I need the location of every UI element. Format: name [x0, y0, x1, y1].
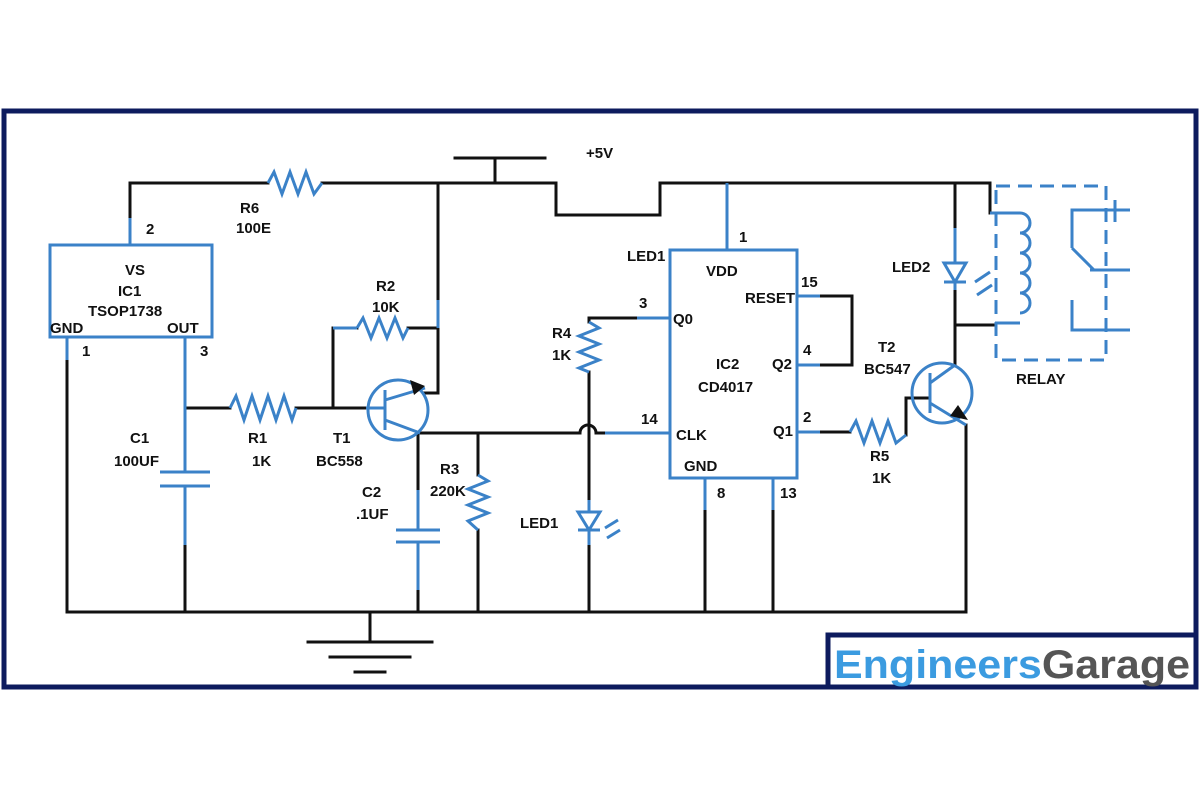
r2-value: 10K	[372, 299, 400, 316]
ic2-q0-pin-label: Q0	[673, 311, 693, 328]
r4-value: 1K	[552, 347, 571, 364]
c2-value: .1UF	[356, 506, 389, 523]
led2-label: LED2	[892, 259, 930, 276]
r5-value: 1K	[872, 470, 891, 487]
ic2-ref: IC2	[716, 356, 739, 373]
ic1-gnd-pin-label: GND	[50, 320, 84, 337]
c2-ref: C2	[362, 484, 381, 501]
ic2-pin1-number: 1	[739, 229, 747, 246]
ic1-out-pin-label: OUT	[167, 320, 199, 337]
r3-ref: R3	[440, 461, 459, 478]
ic2-reset-pin-label: RESET	[745, 290, 795, 307]
t1-emitter-arrow	[410, 380, 425, 395]
r2-resistor	[355, 313, 410, 343]
r3-resistor	[463, 473, 493, 532]
labels: +5V 2 VS IC1 TSOP1738 GND OUT 1 3 R6 100…	[50, 145, 1065, 532]
t2-transistor	[910, 361, 974, 427]
ic2-pin8-number: 8	[717, 485, 725, 502]
ic2-pin2-number: 2	[803, 409, 811, 426]
ic2-q1-pin-label: Q1	[773, 423, 793, 440]
components	[48, 167, 1130, 590]
r1-value: 1K	[252, 453, 271, 470]
ic1-pin3-number: 3	[200, 343, 208, 360]
r5-resistor	[848, 416, 907, 448]
led1-diode	[575, 500, 621, 545]
r4-ref: R4	[552, 325, 572, 342]
ic1-ref: IC1	[118, 283, 141, 300]
ic2-clk-pin-label: CLK	[676, 427, 707, 444]
ic2-pin4-number: 4	[803, 342, 812, 359]
led2-diode	[941, 228, 993, 297]
ic2-led1-label: LED1	[627, 248, 665, 265]
r3-value: 220K	[430, 483, 466, 500]
r6-resistor	[266, 167, 324, 199]
supply-label: +5V	[586, 145, 613, 162]
c2-capacitor	[396, 490, 440, 590]
r4-resistor	[574, 320, 604, 374]
c1-ref: C1	[130, 430, 149, 447]
ic1-pin1-number: 1	[82, 343, 90, 360]
wires	[65, 156, 997, 674]
t2-ref: T2	[878, 339, 896, 356]
ic2-pin14-number: 14	[641, 411, 658, 428]
ic1-pin2-number: 2	[146, 221, 154, 238]
r1-resistor	[228, 391, 298, 425]
r5-ref: R5	[870, 448, 889, 465]
t1-transistor	[366, 378, 430, 442]
ic2-pin13-number: 13	[780, 485, 797, 502]
logo-text-garage: Garage	[1042, 643, 1190, 687]
ic2-vdd-pin-label: VDD	[706, 263, 738, 280]
ic2-gnd-pin-label: GND	[684, 458, 718, 475]
ic1-part: TSOP1738	[88, 303, 162, 320]
t2-part: BC547	[864, 361, 911, 378]
logo-text-engineers: Engineers	[834, 643, 1042, 687]
r1-ref: R1	[248, 430, 267, 447]
ic1-vs-pin-label: VS	[125, 262, 145, 279]
r6-ref: R6	[240, 200, 259, 217]
t2-emitter-arrow	[950, 405, 968, 420]
t1-ref: T1	[333, 430, 351, 447]
ic2-part: CD4017	[698, 379, 753, 396]
r6-value: 100E	[236, 220, 271, 237]
led1-label: LED1	[520, 515, 558, 532]
r2-ref: R2	[376, 278, 395, 295]
ic2-pin15-number: 15	[801, 274, 818, 291]
c1-value: 100UF	[114, 453, 159, 470]
t1-part: BC558	[316, 453, 363, 470]
relay	[990, 184, 1130, 362]
ic2-pin3-number: 3	[639, 295, 647, 312]
relay-label: RELAY	[1016, 371, 1065, 388]
c1-capacitor	[160, 408, 210, 545]
ic2-q2-pin-label: Q2	[772, 356, 792, 373]
diagram-frame	[1, 108, 1199, 690]
